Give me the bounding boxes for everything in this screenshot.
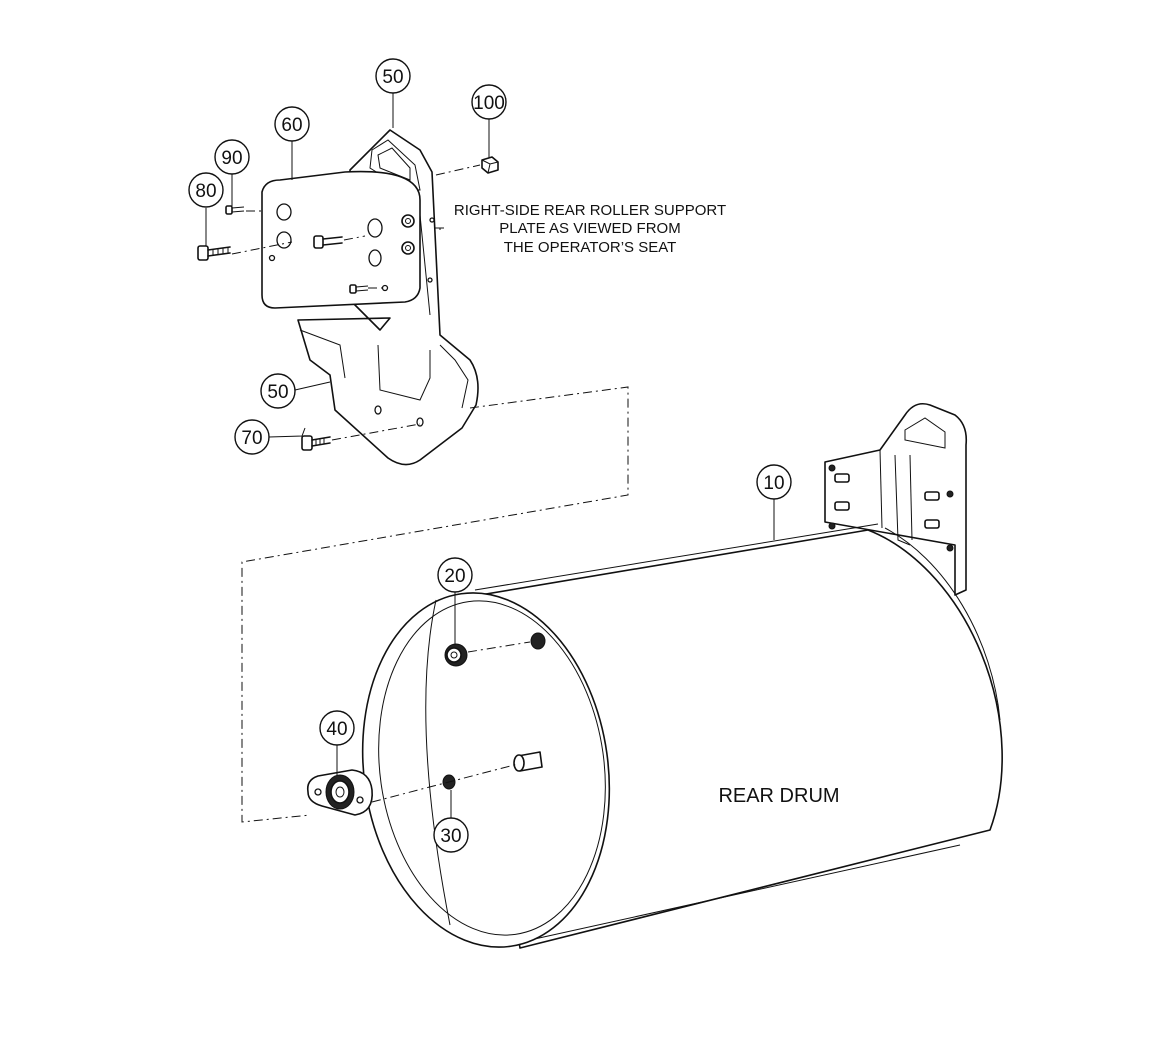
callout-40: 40 — [319, 710, 355, 746]
centerlines — [231, 164, 629, 823]
svg-text:60: 60 — [281, 115, 302, 136]
callout-60: 60 — [274, 106, 310, 142]
bolt-70 — [301, 435, 331, 451]
callout-50-bottom: 50 — [260, 373, 296, 409]
note-line-3: THE OPERATOR’S SEAT — [504, 239, 677, 256]
plate-studs — [828, 464, 954, 552]
svg-text:80: 80 — [195, 181, 216, 202]
rear-drum-label: REAR DRUM — [718, 785, 839, 807]
svg-text:10: 10 — [763, 473, 784, 494]
nut-100 — [481, 156, 499, 174]
axle-stub — [513, 751, 543, 772]
svg-text:20: 20 — [444, 566, 465, 587]
svg-text:70: 70 — [241, 428, 262, 449]
note-line-1: RIGHT-SIDE REAR ROLLER SUPPORT — [454, 202, 726, 219]
svg-text:50: 50 — [267, 382, 288, 403]
callout-50-top: 50 — [375, 58, 411, 94]
callout-10: 10 — [756, 464, 792, 500]
callout-70: 70 — [234, 419, 270, 455]
callout-20: 20 — [437, 557, 473, 593]
leader-lines — [205, 93, 775, 818]
plate-note: RIGHT-SIDE REAR ROLLER SUPPORT PLATE AS … — [454, 202, 726, 256]
svg-text:100: 100 — [473, 93, 505, 114]
svg-text:30: 30 — [440, 826, 461, 847]
svg-text:90: 90 — [221, 148, 242, 169]
screw-lower — [349, 284, 369, 294]
far-support-plate — [824, 402, 968, 596]
svg-text:40: 40 — [326, 719, 347, 740]
screw-90 — [225, 205, 245, 215]
callout-30: 30 — [433, 817, 469, 853]
rear-drum — [361, 402, 1003, 949]
note-line-2: PLATE AS VIEWED FROM — [499, 220, 680, 237]
flange-bearing-40 — [306, 769, 373, 816]
plate-bushings — [401, 214, 415, 255]
callout-90: 90 — [214, 139, 250, 175]
support-plate-assembly — [261, 129, 479, 466]
bolt-60-center — [313, 235, 343, 249]
callout-100: 100 — [471, 84, 507, 120]
bolt-80 — [197, 245, 231, 261]
nut-20 — [444, 643, 468, 667]
callout-80: 80 — [188, 172, 224, 208]
svg-text:50: 50 — [382, 67, 403, 88]
